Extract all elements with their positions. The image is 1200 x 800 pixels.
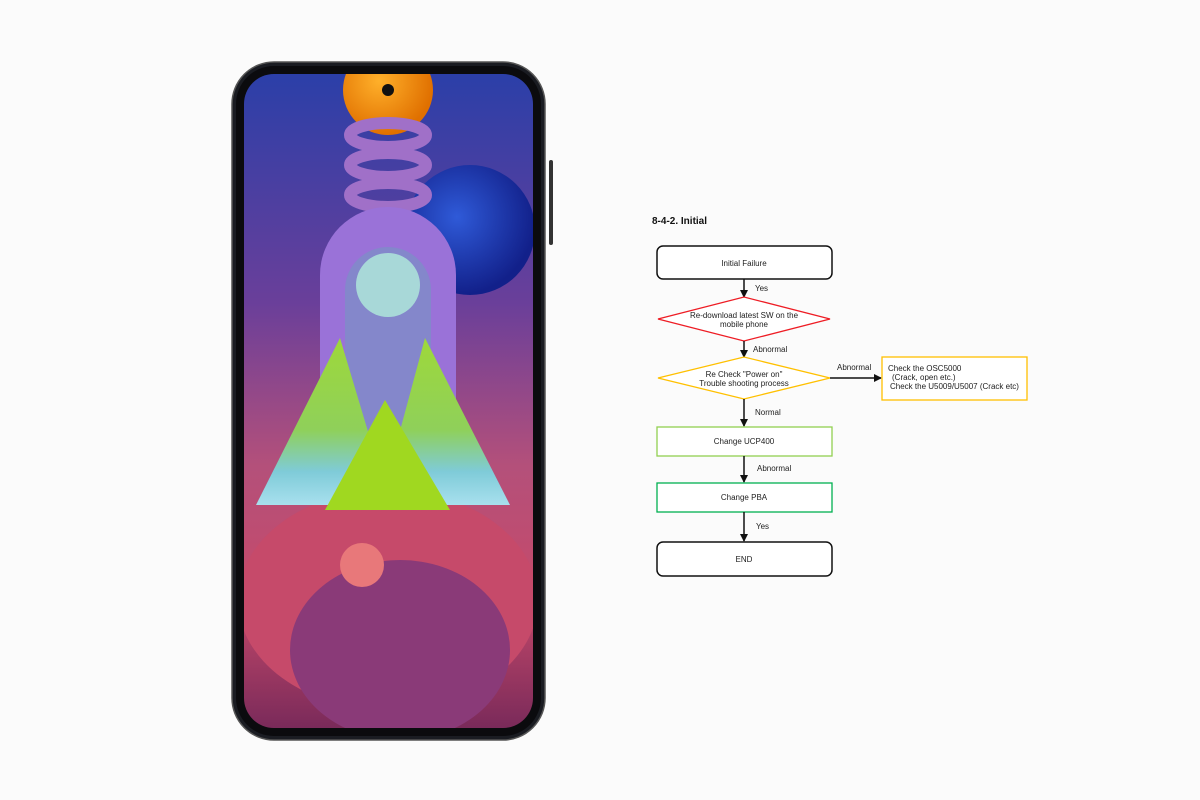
diagram-title: 8-4-2. Initial xyxy=(652,216,707,227)
svg-text:Trouble shooting process: Trouble shooting process xyxy=(699,379,789,388)
svg-text:Re Check "Power on": Re Check "Power on" xyxy=(706,370,783,379)
node-recheck-power-on: Re Check "Power on" Trouble shooting pro… xyxy=(657,356,831,400)
node-redownload-sw: Re-download latest SW on the mobile phon… xyxy=(657,296,831,342)
node-change-ucp400: Change UCP400 xyxy=(656,426,833,457)
edge-label: Abnormal xyxy=(837,363,871,372)
node-end: END xyxy=(656,541,833,577)
svg-text:Check the U5009/U5007 (Crack e: Check the U5009/U5007 (Crack etc) xyxy=(890,382,1019,391)
node-change-pba: Change PBA xyxy=(656,482,833,513)
svg-text:END: END xyxy=(736,555,753,564)
node-initial-failure: Initial Failure xyxy=(656,245,833,280)
svg-text:Initial Failure: Initial Failure xyxy=(721,259,767,268)
side-button xyxy=(549,160,553,245)
edge-label: Abnormal xyxy=(757,464,791,473)
svg-text:(Crack, open etc.): (Crack, open etc.) xyxy=(892,373,956,382)
svg-text:Re-download latest SW on the: Re-download latest SW on the xyxy=(690,311,799,320)
edge-label: Yes xyxy=(756,522,769,531)
svg-text:mobile phone: mobile phone xyxy=(720,320,769,329)
node-check-osc5000: Check the OSC5000 (Crack, open etc.) Che… xyxy=(881,356,1028,401)
svg-text:Change PBA: Change PBA xyxy=(721,493,768,502)
edge-label: Abnormal xyxy=(753,345,787,354)
svg-text:Check the OSC5000: Check the OSC5000 xyxy=(888,364,962,373)
edge-label: Normal xyxy=(755,408,781,417)
svg-text:Change UCP400: Change UCP400 xyxy=(714,437,775,446)
edge-label: Yes xyxy=(755,284,768,293)
